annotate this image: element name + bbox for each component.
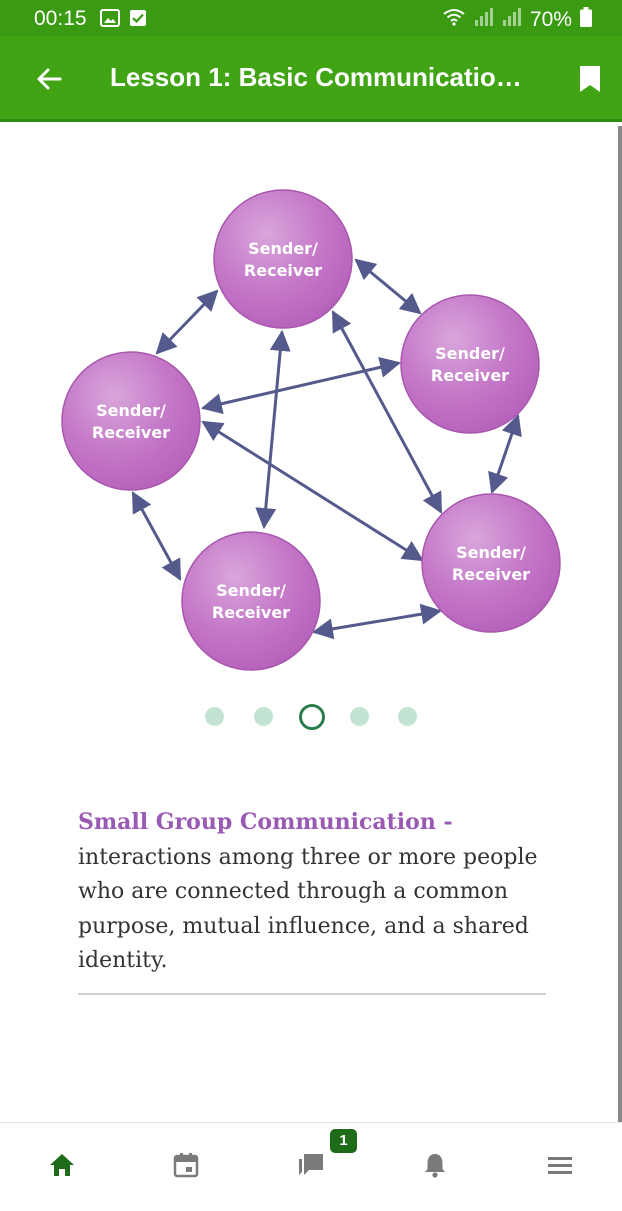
signal-icon [474,8,494,32]
carousel-dot-5[interactable] [398,707,417,726]
node-left: Sender/ Receiver [61,351,201,491]
wifi-icon [442,7,466,33]
bell-icon [425,1154,445,1178]
arrow-left-bottom [131,491,182,581]
nav-home[interactable] [0,1123,124,1211]
node-right: Sender/ Receiver [400,294,540,434]
arrow-left-bottomright [201,420,424,562]
svg-text:Receiver: Receiver [431,366,509,385]
bookmark-icon[interactable] [578,64,602,94]
communication-network-diagram: Sender/ Receiver Sender/ Receiver Sender… [61,189,561,671]
status-time: 00:15 [34,7,87,30]
svg-text:Receiver: Receiver [92,423,170,442]
divider [78,993,546,995]
arrow-top-left [155,289,219,355]
carousel-dot-1[interactable] [205,707,224,726]
definition-block: Small Group Communication - interactions… [78,805,538,979]
definition-text: interactions among three or more people … [78,844,538,974]
back-arrow-icon[interactable] [34,64,64,94]
nav-menu[interactable] [498,1123,622,1211]
status-bar: 00:15 70% [0,0,622,36]
carousel-dot-2[interactable] [254,707,273,726]
messages-badge: 1 [330,1129,357,1153]
arrow-bottom-bottomright [311,603,443,640]
svg-text:Receiver: Receiver [212,603,290,622]
svg-text:Sender/: Sender/ [435,344,505,363]
carousel-dot-3[interactable] [299,704,325,730]
carousel-indicator [0,704,618,730]
svg-text:Receiver: Receiver [452,565,530,584]
arrow-top-right [354,258,422,315]
app-bar: Lesson 1: Basic Communication ... [0,36,622,122]
home-icon [50,1154,74,1176]
arrow-top-bottom [255,329,291,530]
calendar-icon [173,1153,199,1178]
arrow-left-right [200,356,402,415]
svg-text:Sender/: Sender/ [216,581,286,600]
signal-icon-2 [502,8,522,32]
svg-text:Sender/: Sender/ [248,239,318,258]
page-title: Lesson 1: Basic Communication ... [110,62,530,92]
carousel-dot-4[interactable] [350,707,369,726]
chat-icon [299,1154,323,1175]
svg-text:Sender/: Sender/ [456,543,526,562]
battery-percent: 70% [529,8,572,31]
svg-text:Receiver: Receiver [244,261,322,280]
node-bottom-right: Sender/ Receiver [421,493,561,633]
task-check-icon [129,9,147,32]
definition-term: Small Group Communication - [78,809,453,835]
gallery-icon [100,9,120,32]
battery-icon [580,7,592,33]
arrow-right-bottomright [488,414,522,494]
scrollbar[interactable] [618,126,622,1122]
menu-icon [548,1157,572,1174]
node-top: Sender/ Receiver [213,189,353,329]
lesson-content: Sender/ Receiver Sender/ Receiver Sender… [0,122,618,1122]
nav-notifications[interactable] [373,1123,497,1211]
arrow-group [131,258,522,640]
svg-text:Sender/: Sender/ [96,401,166,420]
nav-messages[interactable] [249,1123,373,1211]
bottom-nav: 1 [0,1122,622,1211]
node-bottom: Sender/ Receiver [181,531,321,671]
nav-calendar[interactable] [124,1123,248,1211]
